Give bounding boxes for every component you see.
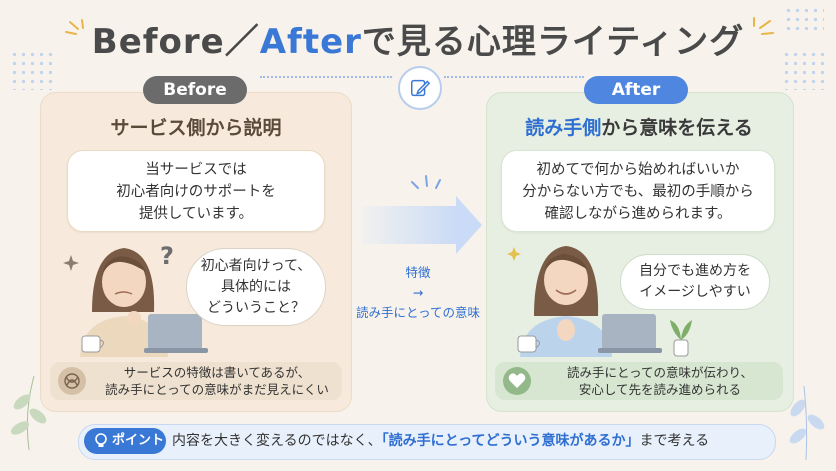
before-heading: サービス側から説明	[110, 117, 282, 139]
after-pill: After	[584, 76, 688, 104]
before-note: サービスの特徴は書いてあるが、 読み手にとっての意味がまだ見えにくい	[50, 362, 342, 400]
pen-badge	[398, 66, 442, 110]
page-title: Before／Afterで見る心理ライティング	[0, 14, 836, 63]
after-heading-rest: から意味を伝える	[601, 117, 753, 139]
title-before: Before	[91, 22, 225, 62]
before-person-illustration	[80, 248, 208, 357]
title-slash: ／	[224, 22, 260, 62]
title-rest: で見る心理ライティング	[361, 22, 745, 62]
after-statement-bubble: 初めてで何から始めればいいか 分からない方でも、最初の手順から 確認しながら進め…	[501, 150, 775, 232]
question-mark-icon: ?	[160, 242, 174, 270]
transition-arrow-head	[456, 196, 482, 254]
leaf-decoration-left	[10, 375, 47, 451]
after-statement-line: 確認しながら進められます。	[544, 206, 732, 222]
after-heading: 読み手側から意味を伝える	[486, 113, 792, 140]
decor-lines-right	[748, 16, 778, 44]
leaf-decoration-right	[789, 385, 825, 461]
title-after: After	[259, 22, 362, 62]
decor-dots-left	[10, 50, 58, 90]
before-note-line: サービスの特徴は書いてあるが、	[123, 365, 311, 380]
decor-lines-left	[62, 18, 92, 46]
before-statement-line: 提供しています。	[138, 206, 254, 222]
after-thought-line: イメージしやすい	[639, 284, 751, 300]
after-panel	[486, 92, 794, 412]
transition-caption: 特徴 → 読み手にとっての意味	[354, 263, 482, 323]
after-statement-line: 初めてで何から始めればいいか	[536, 162, 740, 178]
after-person-illustration	[517, 246, 662, 357]
sparkle-icon	[507, 247, 521, 261]
after-thought-bubble: 自分でも進め方を イメージしやすい	[620, 254, 770, 310]
svg-text:?: ?	[160, 242, 174, 270]
point-text-emphasis: 「読み手にとってどういう意味があるか」	[381, 433, 640, 449]
before-thought-bubble: 初心者向けって、 具体的には どういうこと？	[186, 248, 326, 326]
after-thought-line: 自分でも進め方を	[639, 263, 751, 279]
arrow-sparkle-lines	[411, 175, 441, 189]
before-thought-line: 具体的には	[221, 279, 291, 295]
before-pill: Before	[143, 76, 247, 104]
before-statement-line: 初心者向けのサポートを	[116, 184, 276, 200]
plant-icon	[670, 320, 692, 357]
after-note-line: 安心して先を読み進められる	[578, 382, 742, 397]
pen-icon	[411, 79, 431, 97]
transition-line: 特徴	[405, 265, 431, 280]
before-statement-bubble: 当サービスでは 初心者向けのサポートを 提供しています。	[67, 150, 325, 232]
decor-dots-right	[782, 50, 830, 90]
point-text-before: 内容を大きく変えるのではなく、	[172, 433, 382, 449]
divider-right	[444, 76, 584, 78]
heart-icon	[503, 367, 531, 395]
after-heading-emphasis: 読み手側	[525, 117, 602, 139]
point-bar	[78, 424, 776, 460]
after-statement-line: 分からない方でも、最初の手順から	[522, 184, 754, 200]
transition-line: →	[412, 285, 424, 300]
before-thought-line: どういうこと？	[207, 300, 305, 316]
after-note-line: 読み手にとっての意味が伝わり、	[566, 365, 753, 380]
before-statement-line: 当サービスでは	[145, 162, 247, 178]
transition-line: 読み手にとっての意味	[355, 305, 480, 320]
sparkle-icon	[63, 255, 79, 271]
point-label: ポイント	[112, 433, 165, 448]
decor-dots-top-right	[784, 6, 824, 32]
divider-left	[260, 76, 392, 78]
tangle-icon	[58, 367, 86, 395]
after-note: 読み手にとっての意味が伝わり、 安心して先を読み進められる	[495, 362, 783, 400]
lightbulb-icon	[95, 433, 107, 447]
before-thought-line: 初心者向けって、	[200, 258, 312, 274]
before-note-line: 読み手にとっての意味がまだ見えにくい	[105, 382, 329, 397]
point-label-pill: ポイント	[84, 428, 166, 454]
transition-arrow-body	[362, 206, 458, 244]
point-text-after: まで考える	[639, 433, 710, 449]
point-text: 内容を大きく変えるのではなく、「読み手にとってどういう意味があるか」まで考える	[172, 431, 770, 451]
